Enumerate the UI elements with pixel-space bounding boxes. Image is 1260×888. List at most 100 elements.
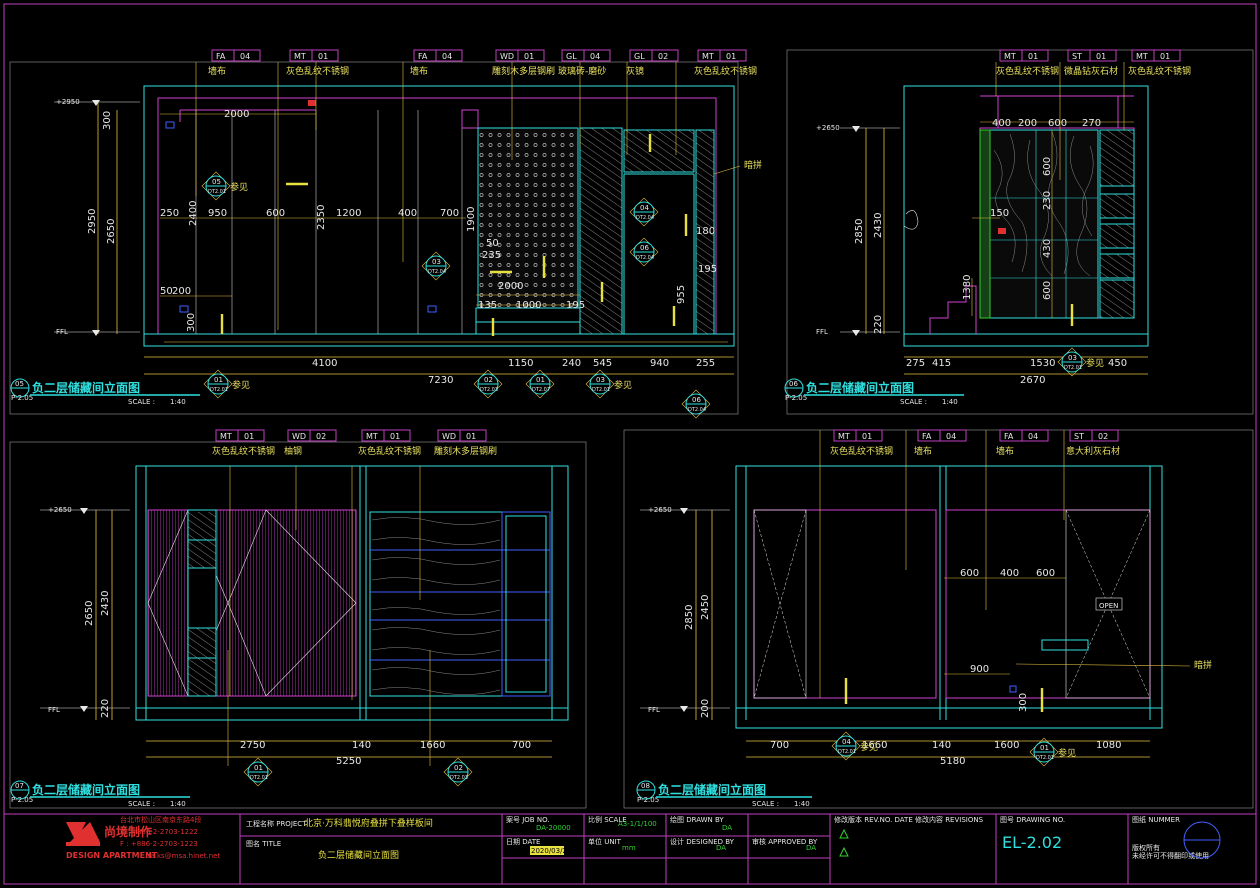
unit-label: 单位 UNIT <box>588 837 622 846</box>
level-ffl-06: FFL <box>816 328 828 336</box>
side-note-08: 暗拼 <box>1194 659 1212 671</box>
vdim-05-c: 2650 <box>106 219 117 244</box>
elevation-08 <box>640 430 1191 758</box>
material-code: GL <box>566 52 577 61</box>
callout-number: 06 <box>692 396 701 404</box>
scale-value: A3-1/1/100 <box>618 820 657 828</box>
material-label: 灰色乱纹不锈钢 <box>830 445 893 457</box>
material-code: WD <box>292 432 306 441</box>
date-label: 日期 DATE <box>506 838 540 846</box>
vdim-06-c: 220 <box>873 315 884 334</box>
inner-dim-06: 230 <box>1042 191 1053 210</box>
material-label: 墙布 <box>996 445 1014 457</box>
bottom-dim-06: 275 <box>906 358 925 369</box>
callout-sheet: DT2.01 <box>250 775 268 781</box>
svg-text:P-2.05: P-2.05 <box>11 796 33 804</box>
inner-dim-08: 400 <box>1000 568 1019 579</box>
inner-dim-06: 600 <box>1048 118 1067 129</box>
svg-text:1:40: 1:40 <box>170 398 186 406</box>
callout-sheet: DT2.01 <box>1064 365 1082 371</box>
bottom-dim-06: 450 <box>1108 358 1127 369</box>
material-number: 04 <box>1028 432 1038 441</box>
inner-dim-05: 250 <box>160 208 179 219</box>
callout-number: 04 <box>640 204 649 212</box>
callout-note: 参见 <box>232 379 250 391</box>
material-label: 灰色乱纹不锈钢 <box>694 65 757 77</box>
inner-dim-05: 135 <box>478 300 497 311</box>
callout-number: 03 <box>432 258 441 266</box>
inner-dim-06: 600 <box>1042 281 1053 300</box>
inner-dim-05: 235 <box>482 250 501 261</box>
callout-number: 03 <box>596 376 605 384</box>
side-note-05: 暗拼 <box>744 159 762 171</box>
callout-sheet: DT2.01 <box>1036 755 1054 761</box>
svg-text:06: 06 <box>789 380 798 388</box>
job-label: 案号 JOB NO. <box>506 815 550 824</box>
material-number: 01 <box>862 432 872 441</box>
designed-label: 设计 DESIGNED BY <box>670 837 735 846</box>
bottom-dim-08: 700 <box>770 740 789 751</box>
callout-number: 02 <box>454 764 463 772</box>
material-number: 01 <box>726 52 736 61</box>
nummer-label: 图纸 NUMMER <box>1132 815 1180 824</box>
company-phone: T : +886-2-2703-1222 <box>119 828 198 836</box>
bottom-dim-05: 4100 <box>312 358 337 369</box>
vdim-05-d: 300 <box>186 313 197 332</box>
level-ffl-08: FFL <box>648 706 660 714</box>
panel-frame-07 <box>9 441 587 809</box>
svg-text:P-2.05: P-2.05 <box>11 394 33 402</box>
svg-text:尚境制作: 尚境制作 <box>104 824 152 839</box>
title-block: 尚境制作 台北市松山区南京东路4段 T : +886-2-2703-1222 F… <box>4 813 1256 884</box>
material-label: 灰色乱纹不锈钢 <box>1128 65 1191 77</box>
title-08: 08 P-2.05 负二层储藏间立面图 SCALE : 1:40 <box>636 780 812 808</box>
material-code: GL <box>634 52 645 61</box>
inner-dim-05: 2000 <box>498 281 523 292</box>
level-ffl-05: FFL <box>56 328 68 336</box>
material-number: 04 <box>442 52 452 61</box>
revision-triangle-2 <box>839 846 849 857</box>
svg-text:08: 08 <box>641 782 650 790</box>
material-number: 01 <box>466 432 476 441</box>
callout-sheet: DT2.03 <box>480 387 498 393</box>
material-number: 01 <box>244 432 254 441</box>
revision-label: 修改版本 REV.NO. DATE 修改内容 REVISIONS <box>834 815 984 824</box>
material-code: MT <box>702 52 714 61</box>
bottom-dim-08: 140 <box>932 740 951 751</box>
inner-dim-06: 270 <box>1082 118 1101 129</box>
svg-text:SCALE :: SCALE : <box>128 800 155 808</box>
callout-note: 参见 <box>230 181 248 193</box>
total-dim-07: 5250 <box>336 756 361 767</box>
project-value: 北京·万科翡悦府叠拼下叠样板间 <box>304 817 433 829</box>
material-number: 01 <box>390 432 400 441</box>
stamp-line-2: 未经许可不得翻印或使用 <box>1132 851 1209 860</box>
callout-sheet: DT2.01 <box>208 189 226 195</box>
bottom-dim-07: 2750 <box>240 740 265 751</box>
inner-dim-05: 1900 <box>466 207 477 232</box>
callout-sheet: DT2.01 <box>838 749 856 755</box>
inner-dim-05: 200 <box>172 286 191 297</box>
elevation-05 <box>54 62 741 375</box>
svg-text:负二层储藏间立面图: 负二层储藏间立面图 <box>32 782 140 797</box>
material-number: 02 <box>316 432 326 441</box>
level-top-06: +2650 <box>816 124 840 132</box>
callout-number: 01 <box>1040 744 1049 752</box>
vdim-06-b: 2430 <box>873 213 884 238</box>
svg-text:SCALE :: SCALE : <box>128 398 155 406</box>
